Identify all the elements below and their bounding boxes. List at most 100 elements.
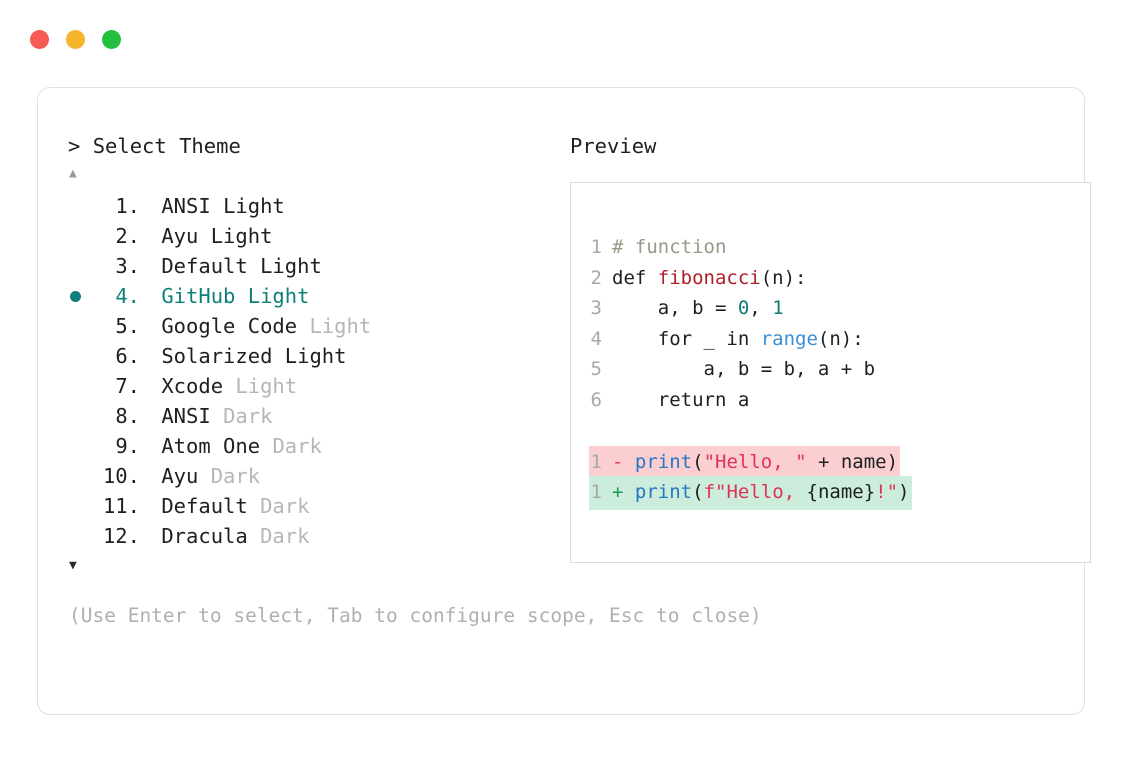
theme-list-item[interactable]: 6. Solarized Light (68, 341, 538, 371)
bullet-slot (68, 341, 96, 371)
theme-item-name: Ayu (161, 464, 199, 488)
index-spacer (140, 371, 161, 401)
name-variant-spacer (297, 311, 309, 341)
index-spacer (140, 461, 161, 491)
theme-item-variant: Dark (223, 404, 273, 428)
line-number: 5 (590, 358, 602, 380)
theme-item-index: 2. (115, 224, 140, 248)
code-token: ( (692, 450, 704, 473)
theme-item-variant: Light (223, 194, 285, 218)
name-variant-spacer (248, 491, 260, 521)
code-line: 1 # function (589, 232, 1090, 263)
theme-item-index: 9. (115, 434, 140, 458)
line-number: 1 (590, 236, 602, 258)
theme-item-variant: Dark (260, 494, 310, 518)
diff-sign: + (612, 481, 624, 503)
index-spacer (140, 191, 161, 221)
maximize-button[interactable] (102, 30, 121, 49)
code-token: !" (875, 481, 899, 503)
theme-item-index: 12. (102, 524, 140, 548)
theme-list-item[interactable]: 4. GitHub Light (68, 281, 538, 311)
theme-item-index: 7. (115, 374, 140, 398)
code-line: 3 a, b = 0, 1 (589, 293, 1090, 324)
theme-item-index: 8. (115, 404, 140, 428)
index-spacer (140, 311, 161, 341)
diff-line-number: 1 (590, 481, 602, 503)
theme-list-item[interactable]: 9. Atom One Dark (68, 431, 538, 461)
name-variant-spacer (248, 251, 260, 281)
index-spacer (140, 491, 161, 521)
index-spacer (140, 431, 161, 461)
code-token: (n): (760, 266, 807, 289)
theme-list-item[interactable]: 5. Google Code Light (68, 311, 538, 341)
theme-item-variant: Dark (210, 464, 261, 488)
theme-item-name: GitHub (161, 284, 236, 308)
theme-item-name: Dracula (161, 524, 248, 548)
code-token: f"Hello, (703, 481, 807, 503)
theme-list-item[interactable]: 2. Ayu Light (68, 221, 538, 251)
theme-item-index: 11. (102, 494, 140, 518)
bullet-slot (68, 431, 96, 461)
theme-list-item[interactable]: 8. ANSI Dark (68, 401, 538, 431)
theme-item-variant: Light (235, 374, 298, 398)
index-spacer (140, 341, 161, 371)
code-token: fibonacci (657, 266, 761, 289)
scroll-down-icon[interactable]: ▼ (69, 558, 77, 573)
code-token: # function (612, 236, 727, 258)
theme-list-item[interactable]: 10. Ayu Dark (68, 461, 538, 491)
theme-item-index: 1. (115, 194, 140, 218)
theme-list-item[interactable]: 12. Dracula Dark (68, 521, 538, 551)
selection-dot-icon (70, 290, 81, 302)
bullet-slot (68, 401, 96, 431)
theme-item-index: 5. (115, 314, 140, 338)
theme-item-name: Solarized (161, 344, 273, 368)
code-token: ( (692, 481, 704, 503)
code-token: (n): (817, 327, 864, 350)
name-variant-spacer (272, 341, 284, 371)
bullet-slot (68, 221, 96, 251)
theme-item-variant: Light (210, 224, 273, 248)
code-line: 5 a, b = b, a + b (589, 354, 1090, 385)
name-variant-spacer (248, 521, 260, 551)
name-variant-spacer (198, 221, 210, 251)
bullet-slot (68, 491, 96, 521)
theme-list-item[interactable]: 1. ANSI Light (68, 191, 538, 221)
theme-list-item[interactable]: 11. Default Dark (68, 491, 538, 521)
code-token: print (634, 481, 693, 503)
code-token: "Hello, " (703, 450, 807, 473)
index-spacer (140, 251, 161, 281)
theme-list-item[interactable]: 3. Default Light (68, 251, 538, 281)
theme-item-index: 6. (115, 344, 140, 368)
code-token: 0 (737, 297, 750, 319)
name-variant-spacer (211, 401, 223, 431)
minimize-button[interactable] (66, 30, 85, 49)
theme-item-variant: Light (247, 284, 310, 308)
code-token: range (760, 327, 818, 350)
diff-line-number: 1 (590, 450, 602, 473)
code-token: a, b = b, a + b (612, 358, 876, 380)
code-token: a, b = (612, 297, 738, 319)
line-number: 6 (590, 388, 602, 411)
page-title: > Select Theme (68, 131, 538, 161)
bullet-slot (68, 461, 96, 491)
theme-item-name: Default (161, 254, 248, 278)
selected-bullet-icon (68, 281, 96, 311)
close-button[interactable] (30, 30, 49, 49)
code-token: , (749, 297, 773, 319)
diff-sign: - (612, 450, 624, 473)
index-spacer (140, 401, 161, 431)
scroll-up-icon[interactable]: ▲ (69, 166, 77, 181)
index-spacer (140, 281, 161, 311)
theme-list-item[interactable]: 7. Xcode Light (68, 371, 538, 401)
theme-item-index: 4. (115, 284, 140, 308)
theme-item-variant: Light (260, 254, 322, 278)
line-number: 3 (590, 297, 602, 319)
code-token: print (634, 450, 693, 473)
index-spacer (140, 521, 161, 551)
